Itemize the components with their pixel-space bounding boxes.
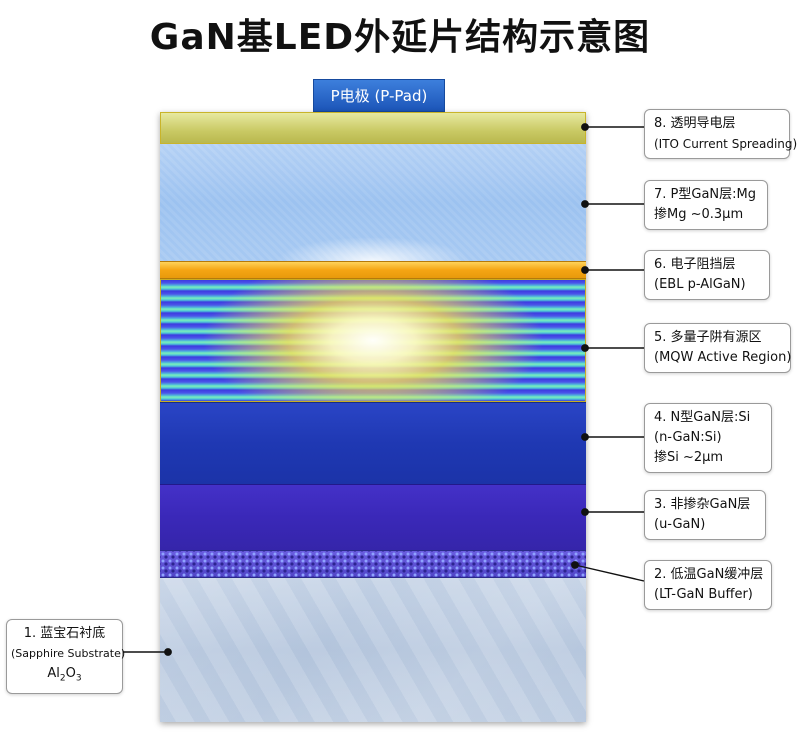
label-sapphire-line1: 1. 蓝宝石衬底 <box>23 626 106 641</box>
label-ebl: 6. 电子阻挡层 (EBL p-AlGaN) <box>644 250 770 300</box>
layer-lt-gan-buffer <box>160 550 586 578</box>
label-ugan-line2: (u-GaN) <box>654 517 706 532</box>
label-pgan-line2: 掺Mg ~0.3μm <box>654 207 744 222</box>
p-pad-electrode: P电极 (P-Pad) <box>313 79 445 112</box>
layer-ito <box>160 112 586 144</box>
label-ngan-line3: 掺Si ~2μm <box>654 450 724 465</box>
label-n-gan: 4. N型GaN层:Si (n-GaN:Si) 掺Si ~2μm <box>644 403 772 473</box>
label-sapphire-formula: Al2O3 <box>47 666 82 684</box>
label-buffer-line1: 2. 低温GaN缓冲层 <box>654 567 764 582</box>
label-ugan-line1: 3. 非掺杂GaN层 <box>654 497 751 512</box>
layer-sapphire-substrate <box>160 578 586 722</box>
label-buffer-line2: (LT-GaN Buffer) <box>654 587 753 602</box>
mqw-emission-glow <box>161 280 585 401</box>
led-epi-stack <box>160 112 586 722</box>
label-ito-line1: 8. 透明导电层 <box>654 116 736 131</box>
label-ngan-line1: 4. N型GaN层:Si <box>654 410 751 425</box>
layer-n-gan <box>160 402 586 484</box>
label-ngan-line2: (n-GaN:Si) <box>654 430 722 445</box>
label-ebl-line2: (EBL p-AlGaN) <box>654 277 746 292</box>
layer-u-gan <box>160 484 586 550</box>
label-u-gan: 3. 非掺杂GaN层 (u-GaN) <box>644 490 766 540</box>
label-pgan-line1: 7. P型GaN层:Mg <box>654 187 756 202</box>
label-ebl-line1: 6. 电子阻挡层 <box>654 257 736 272</box>
label-sapphire-line2: (Sapphire Substrate) <box>11 647 126 660</box>
label-lt-gan-buffer: 2. 低温GaN缓冲层 (LT-GaN Buffer) <box>644 560 772 610</box>
label-mqw-line2: (MQW Active Region) <box>654 350 792 365</box>
diagram-title: GaN基LED外延片结构示意图 <box>149 17 651 58</box>
label-ito: 8. 透明导电层 (ITO Current Spreading) <box>644 109 798 159</box>
layer-ebl <box>160 261 586 279</box>
layer-mqw <box>160 279 586 402</box>
layer-p-gan <box>160 144 586 261</box>
label-mqw-line1: 5. 多量子阱有源区 <box>654 330 762 345</box>
label-sapphire-substrate: 1. 蓝宝石衬底 (Sapphire Substrate) Al2O3 <box>6 619 126 694</box>
label-mqw: 5. 多量子阱有源区 (MQW Active Region) <box>644 323 791 373</box>
label-ito-line2: (ITO Current Spreading) <box>654 137 798 151</box>
label-p-gan: 7. P型GaN层:Mg 掺Mg ~0.3μm <box>644 180 768 230</box>
